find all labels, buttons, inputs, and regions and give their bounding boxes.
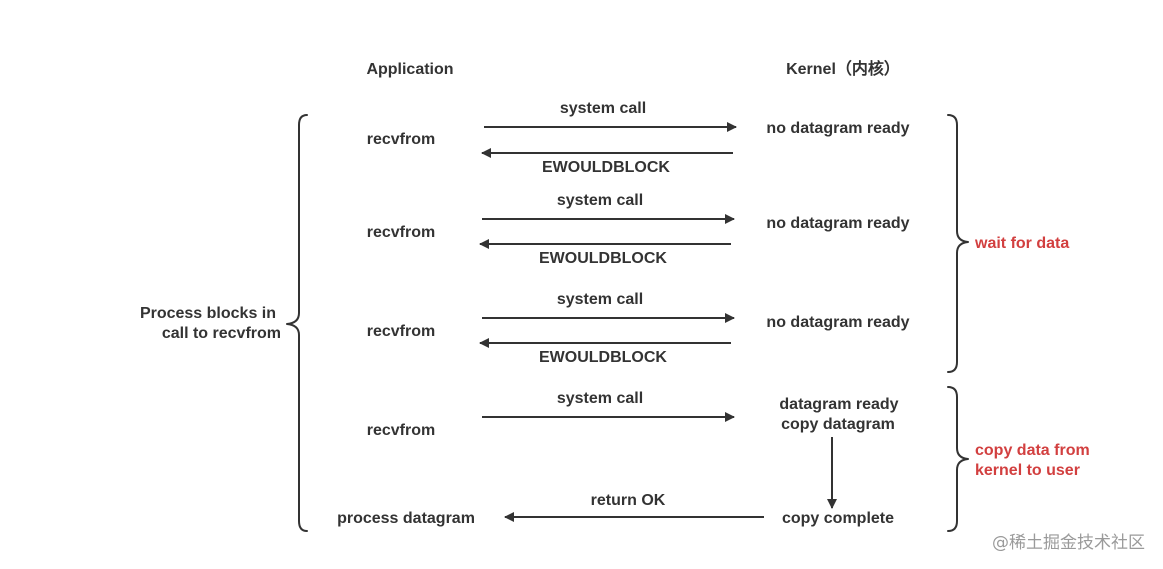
ewouldblock-label: EWOULDBLOCK (542, 159, 670, 176)
app-recvfrom-label: recvfrom (367, 422, 435, 439)
copy-datagram-label: copy datagram (781, 416, 895, 433)
copy-phase-brace (947, 386, 969, 532)
call-exchange-3: recvfrom system call no datagram ready E… (367, 291, 910, 366)
copy-data-label-line2: kernel to user (975, 462, 1080, 479)
copy-complete-label: copy complete (782, 510, 894, 527)
application-header: Application (366, 61, 453, 78)
app-recvfrom-label: recvfrom (367, 323, 435, 340)
ewouldblock-label: EWOULDBLOCK (539, 250, 667, 267)
kernel-header: Kernel（内核） (786, 59, 900, 78)
system-call-label: system call (557, 192, 643, 209)
app-recvfrom-label: recvfrom (367, 131, 435, 148)
left-brace (286, 114, 308, 532)
blocking-label-line2: call to recvfrom (162, 325, 281, 342)
call-exchange-final: recvfrom system call datagram ready copy… (337, 390, 899, 527)
datagram-ready-label: datagram ready (779, 396, 898, 413)
system-call-label: system call (560, 100, 646, 117)
ewouldblock-label: EWOULDBLOCK (539, 349, 667, 366)
call-exchange-1: recvfrom system call no datagram ready E… (367, 100, 910, 176)
return-ok-label: return OK (591, 492, 666, 509)
process-datagram-label: process datagram (337, 510, 475, 527)
wait-for-data-label: wait for data (974, 235, 1069, 252)
wait-phase-brace (947, 114, 969, 373)
kernel-status-label: no datagram ready (766, 215, 909, 232)
call-exchange-2: recvfrom system call no datagram ready E… (367, 192, 910, 267)
watermark: @稀土掘金技术社区 (992, 533, 1145, 553)
app-recvfrom-label: recvfrom (367, 224, 435, 241)
copy-data-label-line1: copy data from (975, 442, 1090, 459)
blocking-label-line1: Process blocks in (140, 305, 276, 322)
system-call-label: system call (557, 390, 643, 407)
kernel-status-label: no datagram ready (766, 314, 909, 331)
kernel-status-label: no datagram ready (766, 120, 909, 137)
system-call-label: system call (557, 291, 643, 308)
